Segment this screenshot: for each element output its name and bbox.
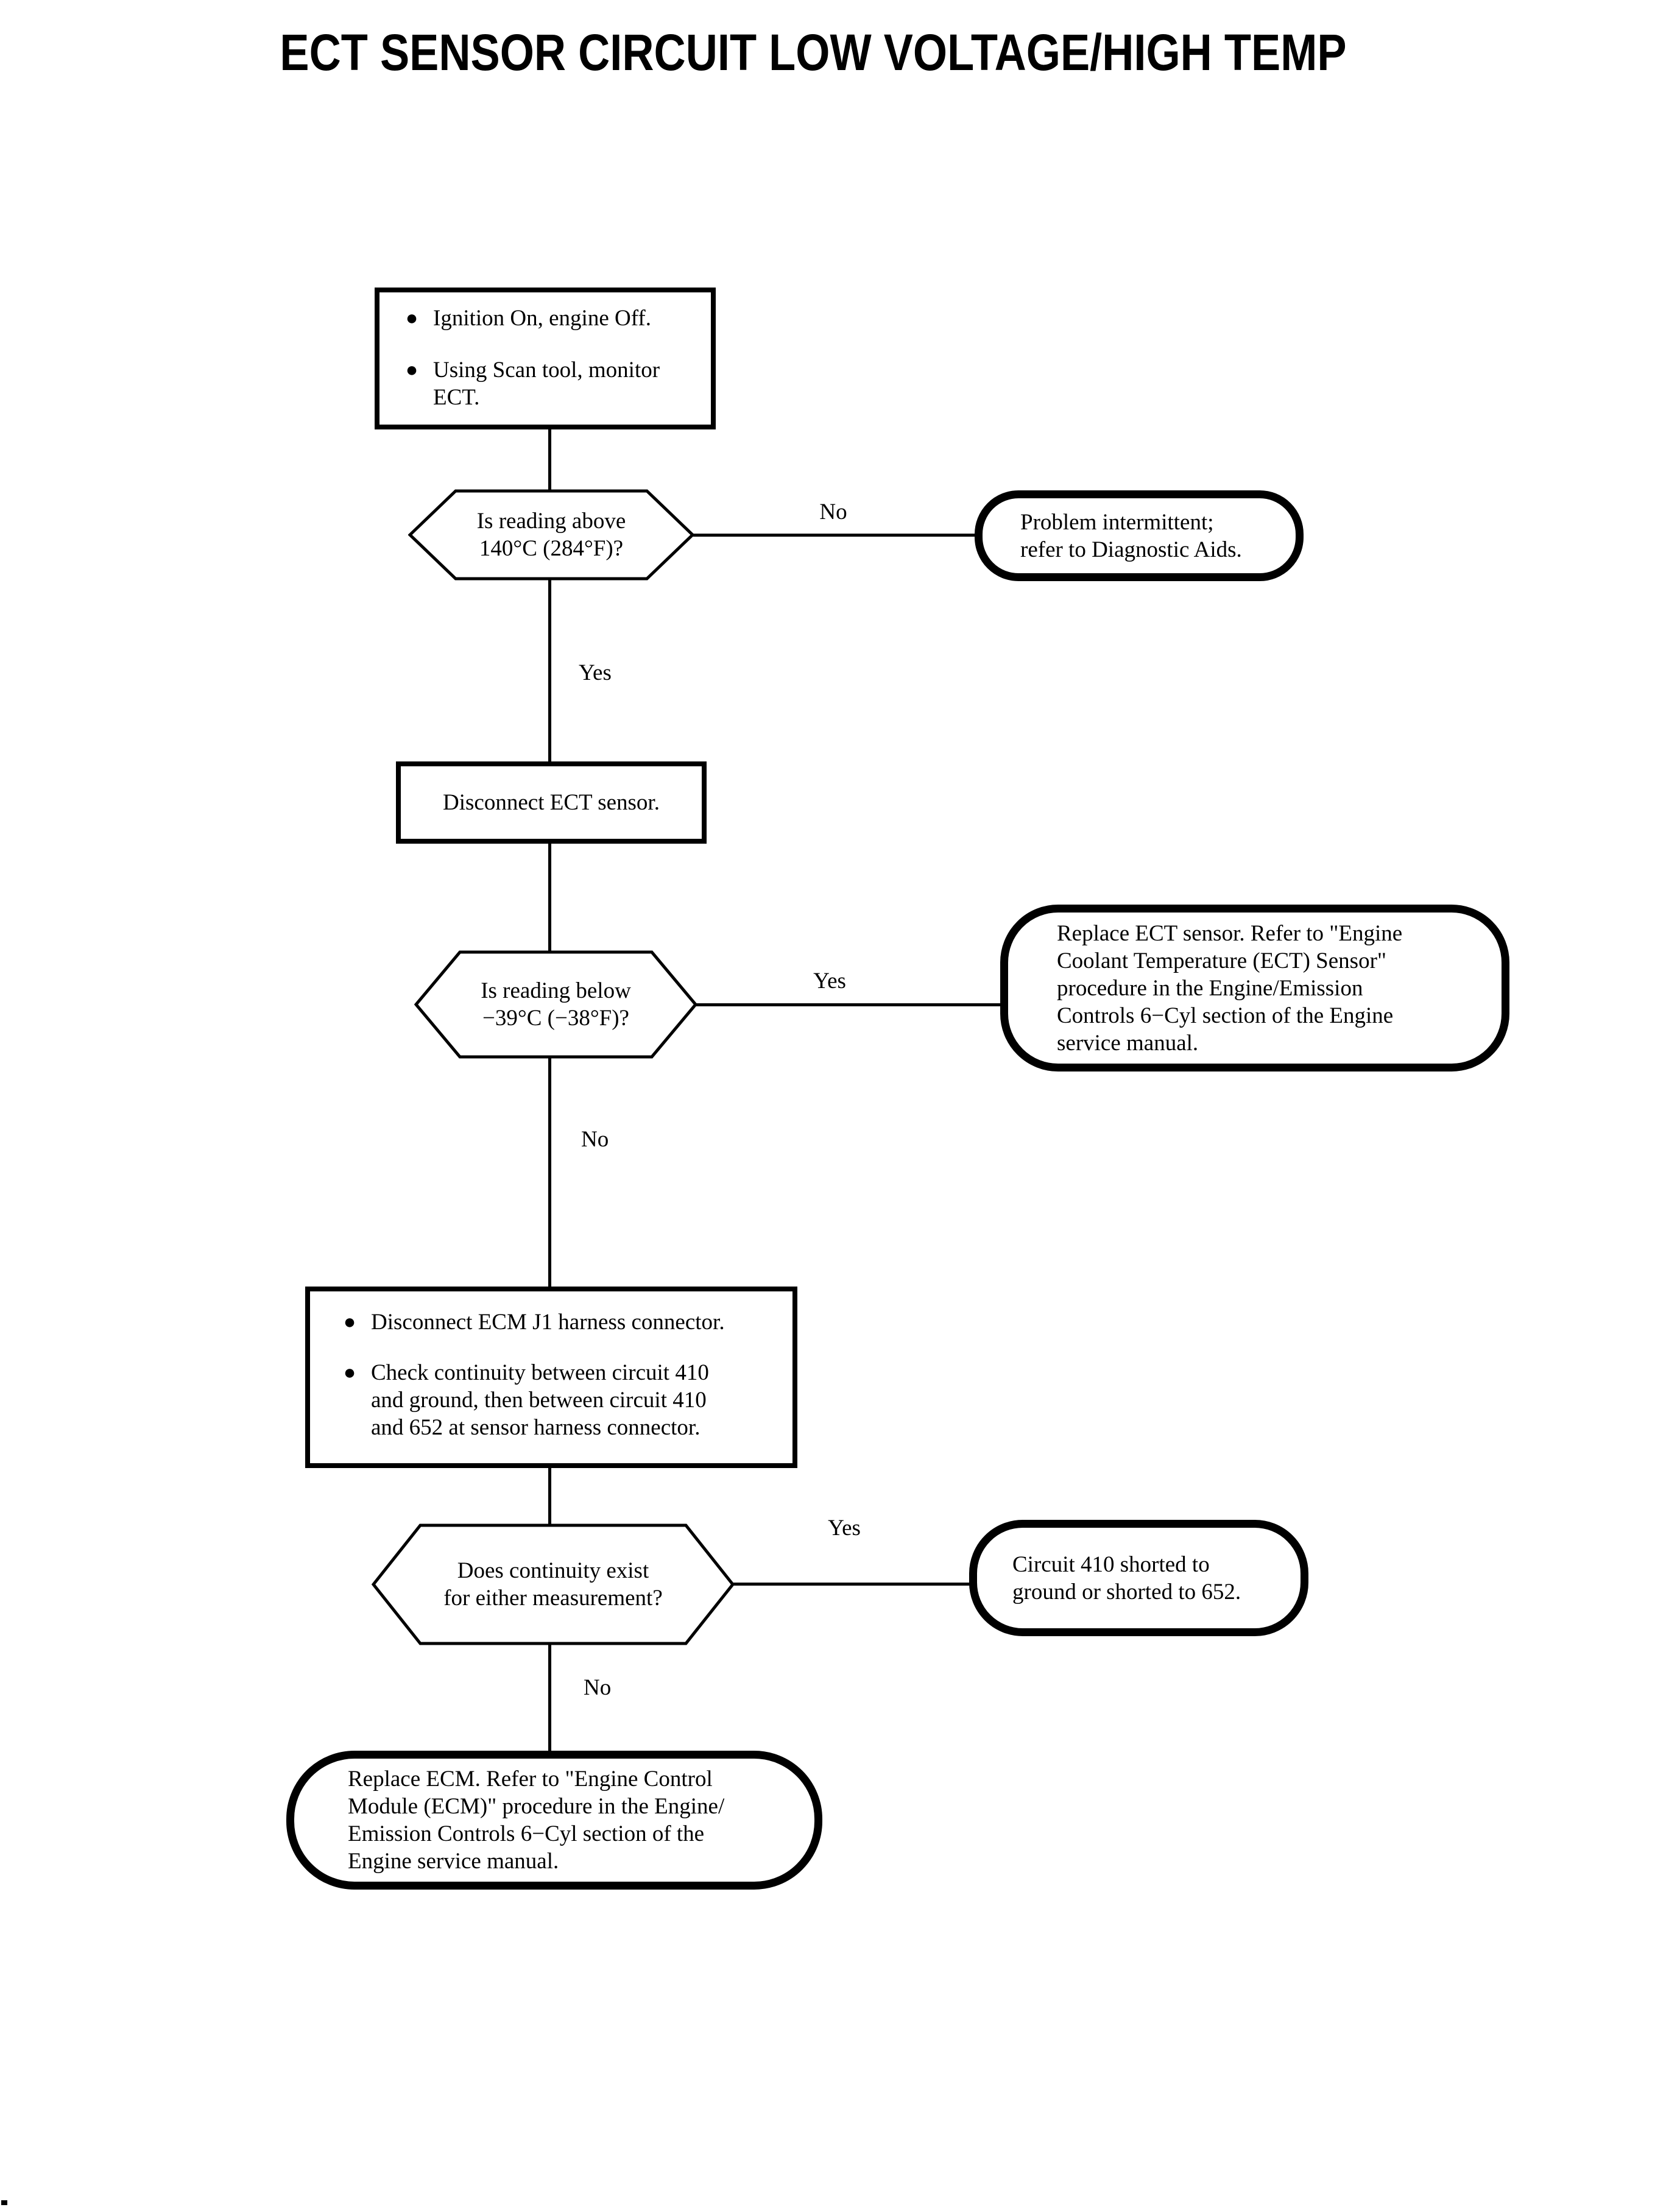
continuity-bullet-2-line-3: and 652 at sensor harness connector. — [371, 1415, 701, 1440]
intermittent-line-1: Problem intermittent; — [1020, 509, 1214, 535]
decision3-line-1: Does continuity exist — [457, 1558, 649, 1583]
bullet-icon: ● — [343, 1361, 356, 1384]
continuity-bullet-2-line-2: and ground, then between circuit 410 — [371, 1388, 707, 1413]
terminal-problem-intermittent: Problem intermittent; refer to Diagnosti… — [975, 490, 1304, 581]
bullet-icon: ● — [343, 1311, 356, 1333]
decision-reading-below: Is reading below −39°C (−38°F)? — [414, 950, 697, 1059]
start-bullet-2: Using Scan tool, monitor ECT. — [433, 356, 705, 411]
connector-decision2-no — [548, 1056, 551, 1289]
continuity-bullet-1: Disconnect ECM J1 harness connector. — [371, 1310, 725, 1335]
replace-ecm-line-2: Module (ECM)" procedure in the Engine/ — [348, 1794, 725, 1819]
edge-label-no-1: No — [819, 500, 847, 524]
edge-label-yes-1: Yes — [579, 660, 612, 685]
decision3-line-2: for either measurement? — [443, 1586, 663, 1611]
bullet-icon: ● — [405, 359, 418, 381]
decision2-line-1: Is reading below — [481, 978, 631, 1003]
bullet-item: ● Disconnect ECM J1 harness connector. — [328, 1308, 786, 1336]
connector-decision1-no — [693, 534, 977, 537]
edge-label-no-3: No — [584, 1675, 612, 1700]
start-bullet-2-line-1: Using Scan tool, monitor — [433, 358, 660, 383]
replace-ect-line-3: procedure in the Engine/Emission — [1057, 975, 1363, 1001]
edge-label-yes-2: Yes — [813, 969, 846, 994]
replace-ecm-line-4: Engine service manual. — [348, 1849, 559, 1874]
hexagon-shape — [372, 1523, 735, 1645]
replace-ecm-line-3: Emission Controls 6−Cyl section of the — [348, 1821, 705, 1846]
process-check-continuity: ● Disconnect ECM J1 harness connector. ●… — [305, 1287, 797, 1468]
connector-decision1-yes — [548, 579, 551, 764]
connector-decision3-yes — [733, 1583, 972, 1586]
decision1-line-1: Is reading above — [476, 509, 626, 534]
continuity-bullet-2: Check continuity between circuit 410 and… — [371, 1359, 786, 1441]
connector-decision3-no — [548, 1643, 551, 1752]
replace-ect-line-5: service manual. — [1057, 1030, 1199, 1056]
connector-start-to-decision1 — [548, 428, 551, 493]
circuit-shorted-line-1: Circuit 410 shorted to — [1012, 1552, 1210, 1577]
intermittent-line-2: refer to Diagnostic Aids. — [1020, 537, 1242, 562]
bullet-item: ● Ignition On, engine Off. — [390, 305, 705, 332]
scan-artifact-mark — [1, 2200, 7, 2205]
decision1-line-2: 140°C (284°F)? — [479, 536, 624, 561]
page-title: ECT SENSOR CIRCUIT LOW VOLTAGE/HIGH TEMP — [280, 24, 1347, 81]
connector-process3-to-decision3 — [548, 1466, 551, 1526]
terminal-replace-ect-sensor: Replace ECT sensor. Refer to "Engine Coo… — [1000, 905, 1509, 1071]
start-bullet-2-line-2: ECT. — [433, 385, 480, 410]
edge-label-yes-3: Yes — [828, 1516, 861, 1541]
hexagon-shape — [408, 489, 694, 581]
continuity-bullet-2-line-1: Check continuity between circuit 410 — [371, 1360, 709, 1385]
decision2-line-2: −39°C (−38°F)? — [482, 1006, 629, 1031]
bullet-item: ● Check continuity between circuit 410 a… — [328, 1359, 786, 1441]
terminal-replace-ecm: Replace ECM. Refer to "Engine Control Mo… — [286, 1751, 822, 1890]
decision-reading-above: Is reading above 140°C (284°F)? — [408, 489, 694, 581]
disconnect-ect-text: Disconnect ECT sensor. — [443, 790, 660, 815]
replace-ecm-line-1: Replace ECM. Refer to "Engine Control — [348, 1767, 713, 1792]
start-bullet-1: Ignition On, engine Off. — [433, 306, 651, 331]
connector-process2-to-decision2 — [548, 841, 551, 953]
bullet-icon: ● — [405, 307, 418, 330]
decision-continuity-exists: Does continuity exist for either measure… — [372, 1523, 735, 1645]
connector-decision2-yes — [696, 1003, 1001, 1006]
edge-label-no-2: No — [581, 1127, 609, 1152]
replace-ect-line-2: Coolant Temperature (ECT) Sensor" — [1057, 948, 1386, 973]
replace-ect-line-1: Replace ECT sensor. Refer to "Engine — [1057, 920, 1403, 946]
start-node: ● Ignition On, engine Off. ● Using Scan … — [375, 288, 716, 429]
terminal-circuit-shorted: Circuit 410 shorted to ground or shorted… — [969, 1520, 1308, 1636]
replace-ect-line-4: Controls 6−Cyl section of the Engine — [1057, 1003, 1394, 1028]
process-disconnect-ect: Disconnect ECT sensor. — [396, 761, 707, 844]
bullet-item: ● Using Scan tool, monitor ECT. — [390, 356, 705, 411]
circuit-shorted-line-2: ground or shorted to 652. — [1012, 1579, 1241, 1605]
hexagon-shape — [414, 950, 697, 1059]
